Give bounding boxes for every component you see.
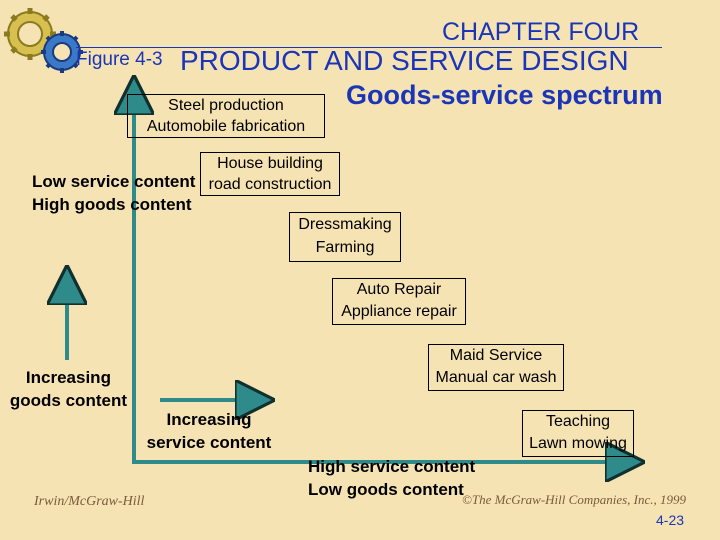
category-box-teaching: Teaching Lawn mowing xyxy=(522,410,634,457)
category-box-house: House building road construction xyxy=(200,152,340,196)
page-title: PRODUCT AND SERVICE DESIGN xyxy=(180,45,629,76)
diagram-subtitle: Goods-service spectrum xyxy=(346,80,663,110)
increasing-goods-label: Increasing goods content xyxy=(9,368,127,410)
category-box-auto-repair: Auto Repair Appliance repair xyxy=(332,278,466,325)
publisher-credit: Irwin/McGraw-Hill xyxy=(34,494,145,509)
page-number: 4-23 xyxy=(656,512,685,528)
title-rule xyxy=(76,47,662,48)
increasing-service-label: Increasing service content xyxy=(146,410,272,452)
copyright-notice: ©The McGraw-Hill Companies, Inc., 1999 xyxy=(462,492,686,507)
category-box-steel: Steel production Automobile fabrication xyxy=(127,94,325,138)
category-box-maid-service: Maid Service Manual car wash xyxy=(428,344,564,391)
high-service-label: High service content Low goods content xyxy=(308,457,476,499)
low-service-label: Low service content High goods content xyxy=(32,172,196,214)
chapter-heading: CHAPTER FOUR xyxy=(442,18,640,46)
figure-number: Figure 4-3 xyxy=(76,49,163,70)
gears-logo xyxy=(4,8,83,73)
category-box-dressmaking: Dressmaking Farming xyxy=(289,212,401,262)
gear-icon-blue xyxy=(41,31,83,73)
